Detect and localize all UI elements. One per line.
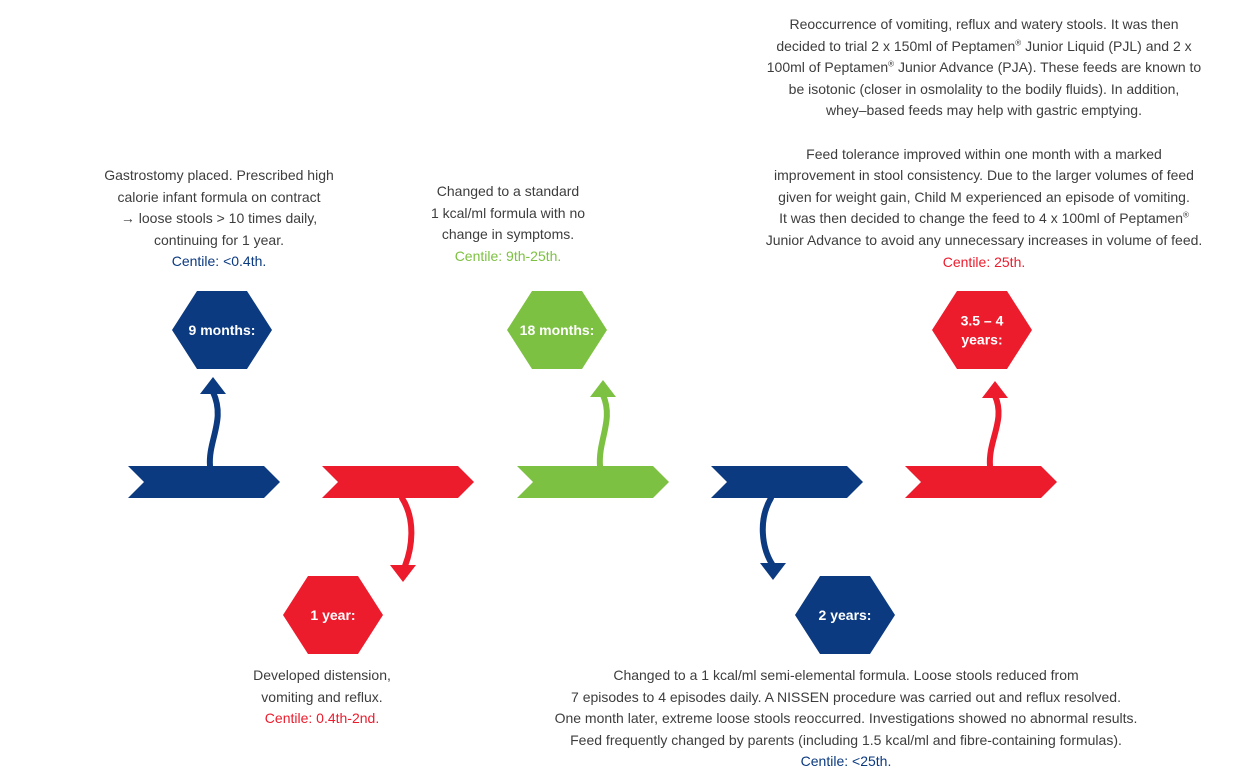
timeline-connectors	[200, 377, 1008, 582]
milestone-hexagon-m12: 1 year:	[283, 576, 383, 654]
text-line: Changed to a 1 kcal/ml semi-elemental fo…	[613, 667, 1079, 683]
text-line: → loose stools > 10 times daily,	[120, 210, 318, 227]
text-line: Gastrostomy placed. Prescribed high	[104, 167, 334, 183]
connector-arrow-2-years	[759, 495, 775, 567]
text-line: Developed distension,	[253, 667, 391, 683]
timeline-segments	[128, 466, 1057, 498]
milestone-3-5-4-years-text: Reoccurrence of vomiting, reflux and wat…	[734, 14, 1234, 273]
centile-label: Centile: 9th-25th.	[454, 247, 562, 264]
centile-label: Centile: 0.4th-2nd.	[264, 710, 380, 727]
text-line: given for weight gain, Child M experienc…	[778, 188, 1190, 205]
connector-arrow-3-5-4-years	[986, 393, 1002, 469]
centile-label: Centile: <25th.	[800, 753, 892, 770]
text-line: vomiting and reflux.	[261, 688, 383, 705]
milestone-9-months-text: Gastrostomy placed. Prescribed high calo…	[78, 165, 360, 273]
text-line: whey–based feeds may help with gastric e…	[826, 102, 1142, 119]
milestone-18-months-text: Changed to a standard 1 kcal/ml formula …	[390, 181, 626, 267]
centile-label: Centile: 25th.	[942, 253, 1026, 270]
text-line: decided to trial 2 x 150ml of Peptamen® …	[776, 37, 1192, 54]
text-line: Feed tolerance improved within one month…	[806, 145, 1162, 162]
text-line: It was then decided to change the feed t…	[779, 210, 1189, 227]
connector-arrow-2-years-head	[760, 563, 786, 580]
centile-label: Centile: <0.4th.	[171, 253, 267, 270]
text-line: improvement in stool consistency. Due to…	[774, 167, 1194, 184]
timeline-segment-1	[128, 466, 280, 498]
connector-arrow-9-months-head	[200, 377, 226, 394]
connector-arrow-1-year-head	[390, 565, 416, 582]
text-line: be isotonic (closer in osmolality to the…	[788, 80, 1180, 97]
milestone-label: 2 years:	[819, 607, 872, 623]
text-line: One month later, extreme loose stools re…	[554, 710, 1138, 727]
milestone-hexagon-m42: 3.5 – 4 years:	[932, 291, 1032, 369]
text-line: change in symptoms.	[441, 226, 575, 243]
milestone-hexagon-m18: 18 months:	[507, 291, 607, 369]
connector-arrow-1-year	[399, 495, 415, 569]
connector-arrow-18-months-head	[590, 380, 616, 397]
milestone-hexagon-m24: 2 years:	[795, 576, 895, 654]
milestone-label: 18 months:	[520, 322, 595, 338]
milestone-1-year-text: Developed distension, vomiting and reflu…	[212, 665, 432, 730]
timeline-segment-5	[905, 466, 1057, 498]
text-line: 100ml of Peptamen® Junior Advance (PJA).…	[766, 59, 1202, 76]
timeline-segment-3	[517, 466, 669, 498]
text-line: 7 episodes to 4 episodes daily. A NISSEN…	[571, 688, 1121, 705]
connector-arrow-9-months	[206, 389, 221, 469]
milestone-label: years:	[961, 332, 1002, 348]
milestone-2-years-text: Changed to a 1 kcal/ml semi-elemental fo…	[516, 665, 1176, 773]
text-line: Changed to a standard	[436, 183, 580, 199]
text-line: 1 kcal/ml formula with no	[430, 204, 586, 221]
text-line: Reoccurrence of vomiting, reflux and wat…	[789, 16, 1179, 32]
text-line: calorie infant formula on contract	[117, 188, 321, 205]
milestone-hexagon-m9: 9 months:	[172, 291, 272, 369]
timeline-segment-2	[322, 466, 474, 498]
milestone-label: 9 months:	[189, 322, 256, 338]
paragraph-spacer	[734, 122, 1234, 144]
connector-arrow-3-5-4-years-head	[982, 381, 1008, 398]
text-line: Feed frequently changed by parents (incl…	[570, 731, 1122, 748]
text-line: continuing for 1 year.	[154, 231, 284, 248]
connector-arrow-18-months	[596, 392, 610, 469]
milestone-hexagons: 9 months: 1 year: 18 months: 2 years: 3.5 – …	[172, 291, 1032, 654]
text-line: Junior Advance to avoid any unnecessary …	[765, 231, 1203, 248]
timeline-segment-4	[711, 466, 863, 498]
milestone-label: 1 year:	[310, 607, 355, 623]
milestone-label: 3.5 – 4	[961, 313, 1004, 329]
